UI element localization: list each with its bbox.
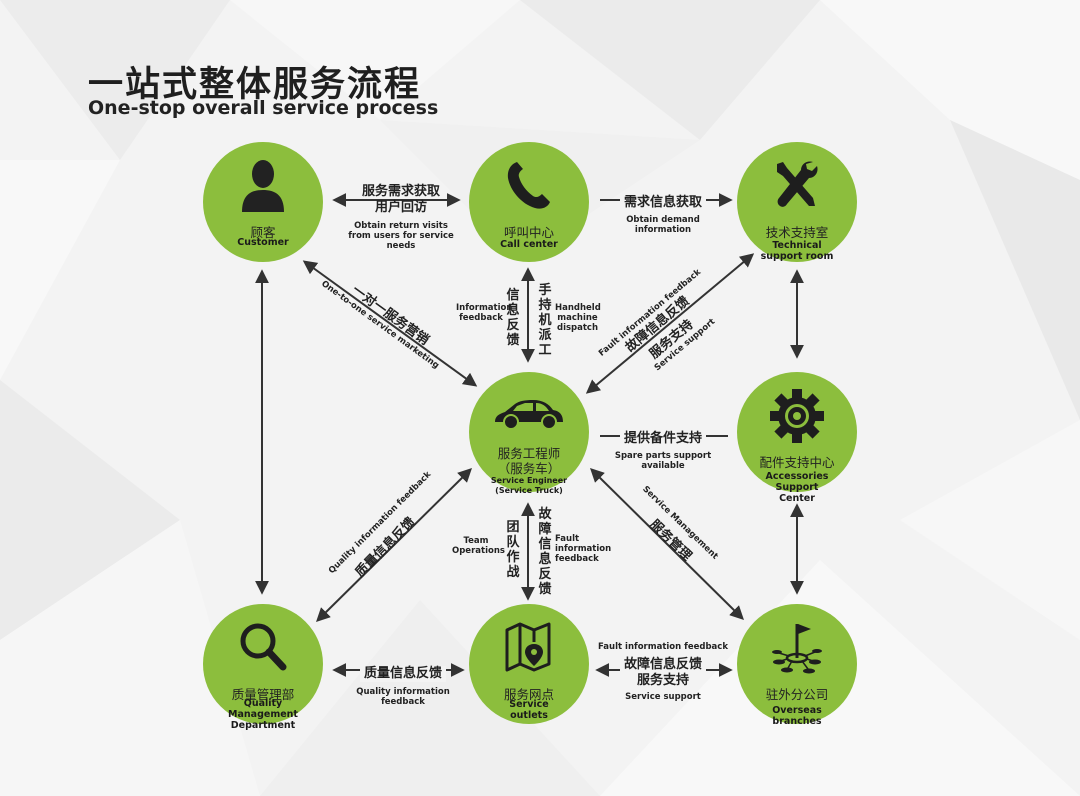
- label-fault-out-en2: information: [555, 544, 612, 554]
- label-callcenter-tech: 需求信息获取 Obtain demand information: [598, 191, 728, 235]
- engineer-label-en1: Service Engineer: [490, 476, 568, 485]
- label-fault-out-cn: 故障信息反馈: [538, 507, 552, 597]
- label-out-over-en1: Fault information feedback: [598, 642, 728, 652]
- label-cust-call-cn2: 用户回访: [374, 200, 427, 215]
- tools-icon: [737, 156, 857, 214]
- arrow-engineer-overseas: [590, 468, 744, 620]
- label-call-tech-en: Obtain demand information: [626, 215, 700, 235]
- overseas-label-en2: branches: [772, 716, 822, 727]
- overseas-label-en1: Overseas: [772, 705, 822, 716]
- node-tech-support-room: 技术支持室 Technical support room: [737, 142, 857, 262]
- page-subtitle: One-stop overall service process: [88, 97, 439, 119]
- label-team-cn: 团队作战: [506, 520, 520, 580]
- label-fault-out-en: Fault information feedback: [555, 534, 612, 564]
- label-handheld-en3: dispatch: [556, 323, 599, 333]
- node-call-center: 呼叫中心 Call center: [469, 142, 589, 262]
- label-spare-parts: 提供备件支持 Spare parts support available: [598, 427, 728, 471]
- map-pin-icon: [469, 618, 589, 676]
- arrow-quality-engineer: [316, 468, 472, 622]
- accessories-label-en1: Accessories: [765, 471, 829, 482]
- label-team-en: Team Operations: [452, 536, 505, 556]
- node-service-engineer: 服务工程师 （服务车） Service Engineer (Service Tr…: [469, 372, 589, 495]
- car-icon: [469, 394, 589, 452]
- arrow-customer-engineer: [302, 260, 478, 387]
- label-cust-call-en1: Obtain return visits: [354, 221, 448, 231]
- customer-label-en: Customer: [237, 237, 289, 248]
- label-info-feedback-en: Information feedback: [456, 303, 513, 323]
- label-cust-call-cn1: 服务需求获取: [361, 184, 440, 199]
- label-quality-outlets: 质量信息反馈 Quality information feedback: [340, 662, 466, 707]
- label-fault-out-en3: feedback: [555, 554, 599, 564]
- label-fault-out-en1: Fault: [555, 534, 580, 544]
- flag-network-icon: [737, 618, 857, 676]
- label-cust-call-en2: from users for service: [348, 231, 454, 241]
- phone-icon: [469, 156, 589, 214]
- label-out-over-cn1: 故障信息反馈: [619, 657, 706, 673]
- label-spare-cn: 提供备件支持: [619, 431, 706, 447]
- outlets-label-en1: Service: [509, 699, 549, 710]
- outlets-label-cn: 服务网点: [503, 687, 554, 702]
- quality-label-en1: Quality: [243, 698, 283, 709]
- quality-label-en2: Management: [228, 709, 298, 720]
- accessories-label-en2: Support: [775, 482, 819, 493]
- node-quality-department: 质量管理部 Quality Management Department: [203, 604, 323, 731]
- label-handheld-en1: Handheld: [555, 303, 601, 313]
- label-info-fb-en1: Information: [456, 303, 513, 313]
- quality-label-cn: 质量管理部: [231, 687, 295, 702]
- label-q-out-en: Quality information feedback: [356, 687, 450, 707]
- label-customer-callcenter: 服务需求获取 用户回访 Obtain return visits from us…: [342, 184, 460, 251]
- engineer-label-cn1: 服务工程师: [497, 446, 561, 461]
- gear-icon: [737, 388, 857, 446]
- label-cust-call-en3: needs: [386, 241, 416, 251]
- label-info-feedback-cn: 信息反馈: [506, 288, 520, 348]
- node-accessories-center: 配件支持中心 Accessories Support Center: [737, 372, 857, 504]
- outlets-label-en2: outlets: [510, 710, 548, 721]
- node-customer: 顾客 Customer: [203, 142, 323, 262]
- node-overseas-branches: 驻外分公司 Overseas branches: [737, 604, 857, 727]
- label-team-en2: Operations: [452, 546, 505, 556]
- label-q-out-cn: 质量信息反馈: [359, 666, 446, 682]
- arrow-tech-engineer: [585, 253, 755, 394]
- label-call-tech-cn: 需求信息获取: [619, 195, 706, 211]
- engineer-label-cn2: （服务车）: [497, 461, 561, 476]
- label-handheld-cn: 手持机派工: [538, 283, 552, 358]
- label-team-en1: Team: [463, 536, 489, 546]
- accessories-label-cn: 配件支持中心: [759, 455, 835, 470]
- customer-label-cn: 顾客: [250, 225, 276, 240]
- label-spare-en: Spare parts support available: [614, 451, 712, 471]
- label-handheld-en: Handheld machine dispatch: [555, 303, 601, 333]
- tech-room-label-cn: 技术支持室: [765, 225, 829, 240]
- page-title: 一站式整体服务流程: [88, 65, 422, 105]
- label-info-fb-en2: feedback: [459, 313, 503, 323]
- person-icon: [203, 156, 323, 214]
- engineer-label-en2: (Service Truck): [495, 486, 563, 495]
- label-handheld-en2: machine: [557, 313, 598, 323]
- accessories-label-en3: Center: [779, 493, 815, 504]
- label-outlets-overseas: Fault information feedback 故障信息反馈 服务支持 S…: [598, 642, 728, 702]
- overseas-label-cn: 驻外分公司: [765, 687, 829, 702]
- tech-room-label-en2: support room: [760, 251, 834, 262]
- quality-label-en3: Department: [230, 720, 296, 731]
- magnifier-icon: [203, 618, 323, 676]
- label-out-over-cn2: 服务支持: [636, 673, 689, 688]
- label-out-over-en2: Service support: [625, 692, 701, 702]
- call-center-label-cn: 呼叫中心: [503, 225, 554, 240]
- call-center-label-en: Call center: [500, 239, 558, 250]
- tech-room-label-en1: Technical: [772, 240, 822, 251]
- node-service-outlets: 服务网点 Service outlets: [469, 604, 589, 724]
